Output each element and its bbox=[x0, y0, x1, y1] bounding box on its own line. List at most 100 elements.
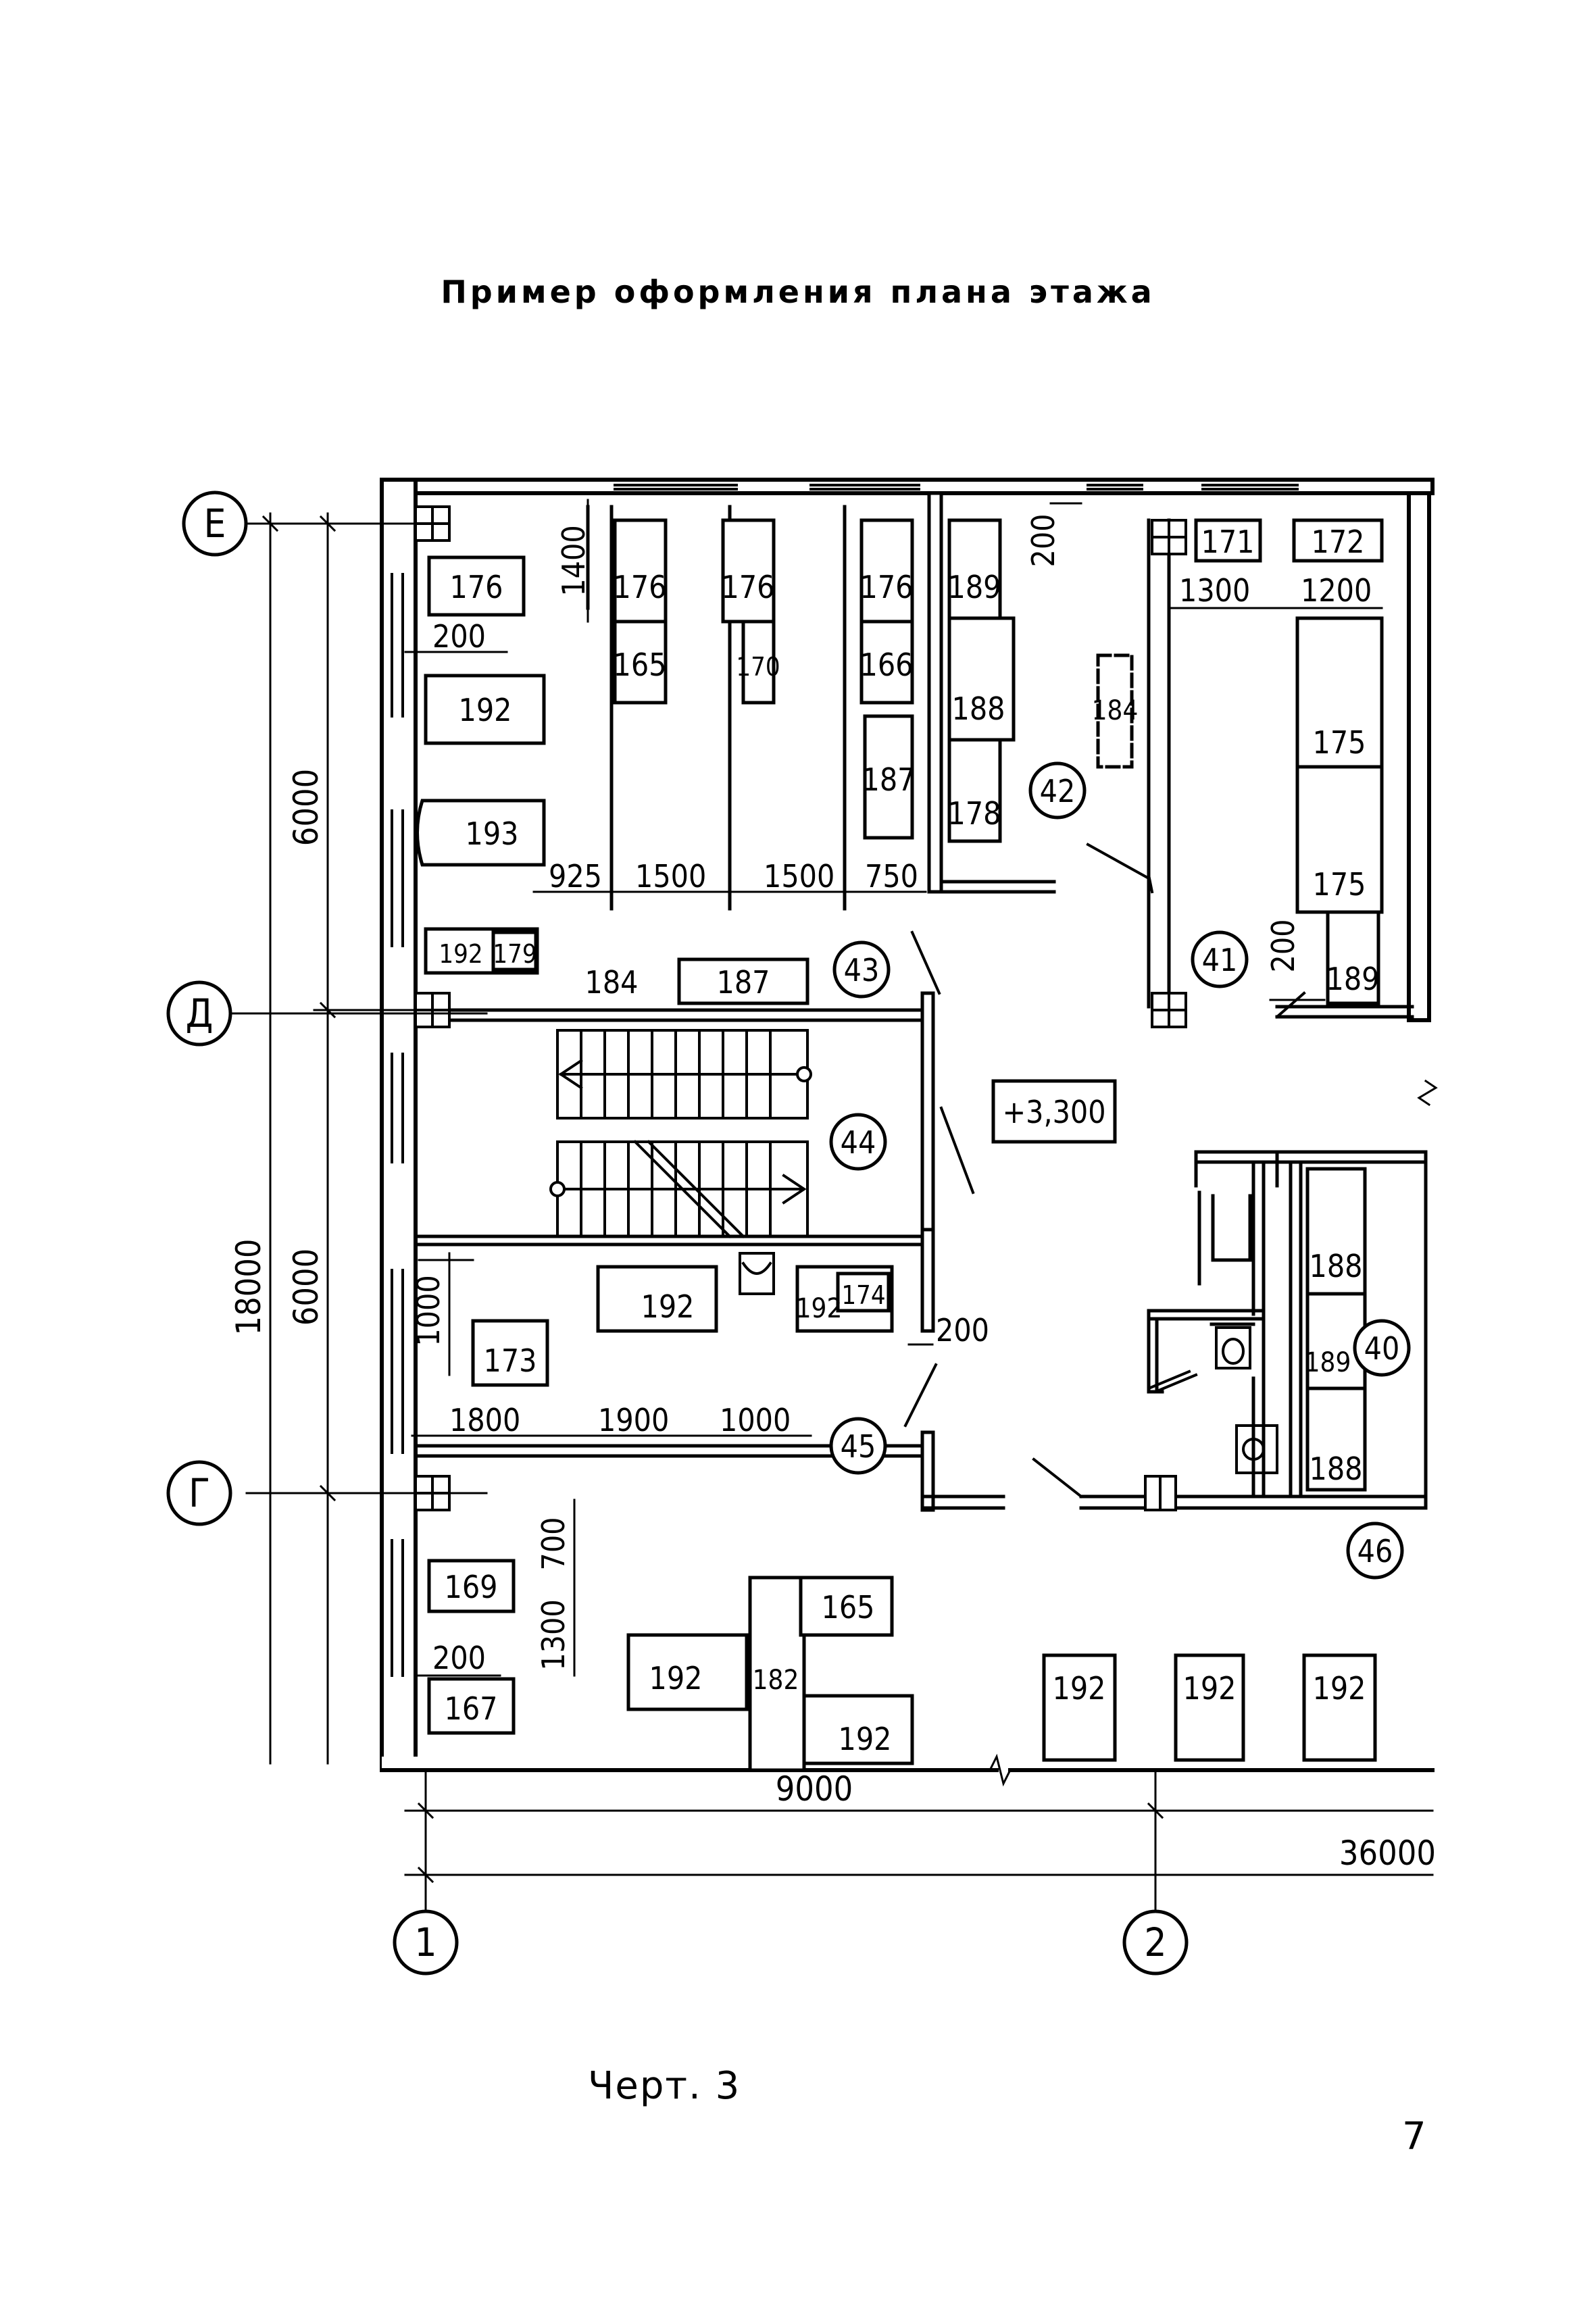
equipment-label: 192 bbox=[641, 1288, 695, 1325]
dimension-labels: 1400 200 925 1500 1500 750 200 1300 1200… bbox=[229, 514, 1436, 1873]
equipment-label: 176 bbox=[614, 569, 667, 605]
room-number-42: 42 bbox=[1040, 773, 1076, 809]
dimension-label: 200 bbox=[1265, 920, 1301, 973]
washbasin bbox=[739, 1252, 775, 1295]
dimension-label: 1000 bbox=[720, 1402, 791, 1438]
drawing-title: Пример оформления плана этажа bbox=[441, 274, 1155, 310]
equipment-label: 189 bbox=[1326, 961, 1380, 997]
equipment-label: 172 bbox=[1312, 524, 1365, 560]
equipment-label: 176 bbox=[860, 569, 914, 605]
room-number-43: 43 bbox=[844, 952, 880, 988]
axis-label-2: 2 bbox=[1144, 1919, 1166, 1965]
equipment-label: 187 bbox=[717, 964, 770, 1001]
page-number: 7 bbox=[1402, 2115, 1426, 2159]
equipment-label: 192 bbox=[459, 692, 512, 728]
equipment-label: 169 bbox=[445, 1569, 498, 1605]
dimension-label: 6000 bbox=[286, 1249, 326, 1326]
dimension-label: 1300 bbox=[1179, 572, 1250, 609]
dimension-label: 1000 bbox=[410, 1275, 447, 1346]
equipment-labels: 176 176 176 176 165 170 166 187 192 193 … bbox=[439, 524, 1379, 1757]
dimension-label: 925 bbox=[549, 858, 602, 895]
axis-bubbles bbox=[166, 491, 1189, 1976]
equipment-label: 184 bbox=[585, 964, 639, 1001]
axis-g-bubble bbox=[166, 1460, 232, 1526]
dimension-label: 1800 bbox=[449, 1402, 520, 1438]
equipment-label: 192 bbox=[796, 1293, 843, 1324]
equipment-label: 178 bbox=[948, 795, 1001, 832]
equipment-label: 176 bbox=[722, 569, 775, 605]
equipment-label: 174 bbox=[841, 1280, 885, 1310]
equipment-label: 176 bbox=[450, 569, 503, 605]
equipment-label: 192 bbox=[1313, 1670, 1366, 1707]
room-number-44: 44 bbox=[841, 1124, 876, 1161]
equipment-label: 193 bbox=[466, 815, 519, 852]
dimension-label: 36000 bbox=[1339, 1834, 1436, 1873]
dimension-label: 200 bbox=[936, 1312, 989, 1349]
equipment-label: 184 bbox=[1092, 695, 1139, 726]
equipment-label: 189 bbox=[1305, 1347, 1351, 1378]
equipment-label: 167 bbox=[445, 1690, 498, 1727]
axis-label-1: 1 bbox=[414, 1919, 437, 1965]
room-number-40: 40 bbox=[1364, 1330, 1400, 1367]
equipment-label: 173 bbox=[484, 1342, 537, 1379]
room-numbers: 40 41 42 43 44 45 46 bbox=[841, 773, 1400, 1569]
top-windows bbox=[614, 484, 1299, 491]
dimension-label: 1400 bbox=[555, 525, 592, 596]
elevation-mark: +3,300 bbox=[1002, 1094, 1105, 1130]
figure-caption: Черт. 3 bbox=[588, 2064, 741, 2108]
equipment-label: 187 bbox=[862, 761, 916, 798]
equipment-label: 192 bbox=[1183, 1670, 1237, 1707]
room-number-41: 41 bbox=[1202, 942, 1238, 978]
equipment-label: 165 bbox=[822, 1589, 875, 1626]
wc-fixtures bbox=[1215, 1326, 1278, 1474]
door-swings bbox=[903, 842, 1306, 1499]
equipment-label: 188 bbox=[1310, 1248, 1363, 1284]
equipment-label: 188 bbox=[952, 690, 1005, 727]
axis-2-bubble bbox=[1122, 1909, 1189, 1976]
axis-label-d: Д bbox=[186, 990, 214, 1036]
dimension-label: 9000 bbox=[776, 1769, 853, 1809]
elevation-box bbox=[991, 1079, 1117, 1144]
equipment-label: 179 bbox=[493, 939, 537, 969]
equipment-label: 192 bbox=[439, 939, 482, 969]
dimension-label: 1900 bbox=[598, 1402, 669, 1438]
dimension-label: 700 bbox=[535, 1517, 572, 1571]
equipment-outlines bbox=[416, 518, 1384, 1772]
dimension-label: 1300 bbox=[535, 1599, 572, 1670]
equipment-label: 188 bbox=[1310, 1451, 1363, 1487]
dimension-label: 6000 bbox=[286, 769, 326, 846]
columns bbox=[414, 505, 1187, 1511]
equipment-label: 171 bbox=[1201, 524, 1255, 560]
axis-label-g: Г bbox=[189, 1470, 210, 1516]
axis-d-bubble bbox=[166, 980, 232, 1047]
equipment-label: 192 bbox=[1053, 1670, 1106, 1707]
dimension-label: 200 bbox=[432, 1640, 486, 1676]
equipment-label: 189 bbox=[948, 569, 1001, 605]
room-number-45: 45 bbox=[841, 1428, 876, 1465]
interior-walls bbox=[414, 491, 1428, 1512]
dimension-label: 200 bbox=[1025, 514, 1062, 568]
equipment-label: 166 bbox=[860, 647, 914, 683]
axis-1-bubble bbox=[393, 1909, 459, 1976]
equipment-label: 165 bbox=[614, 647, 667, 683]
axis-label-e: Е bbox=[204, 501, 226, 547]
axis-labels: Е Д Г 1 2 bbox=[186, 501, 1167, 1965]
dimension-label: 200 bbox=[432, 618, 486, 655]
equipment-label: 192 bbox=[649, 1660, 703, 1696]
dimension-label: 1500 bbox=[635, 858, 706, 895]
dimension-label: 750 bbox=[865, 858, 918, 895]
axis-e-bubble bbox=[182, 491, 248, 557]
dimension-label: 1500 bbox=[764, 858, 834, 895]
dimension-label: 18000 bbox=[229, 1238, 268, 1335]
equipment-label: 175 bbox=[1313, 866, 1366, 903]
room-number-46: 46 bbox=[1357, 1533, 1393, 1569]
equipment-label: 170 bbox=[736, 652, 780, 682]
left-windows bbox=[391, 573, 404, 1677]
room-circles bbox=[829, 761, 1411, 1580]
dimension-lines bbox=[228, 499, 1438, 1913]
outer-walls bbox=[380, 478, 1435, 1772]
equipment-label: 182 bbox=[753, 1665, 799, 1696]
equipment-label: 192 bbox=[839, 1721, 892, 1757]
staircase bbox=[549, 1029, 812, 1238]
